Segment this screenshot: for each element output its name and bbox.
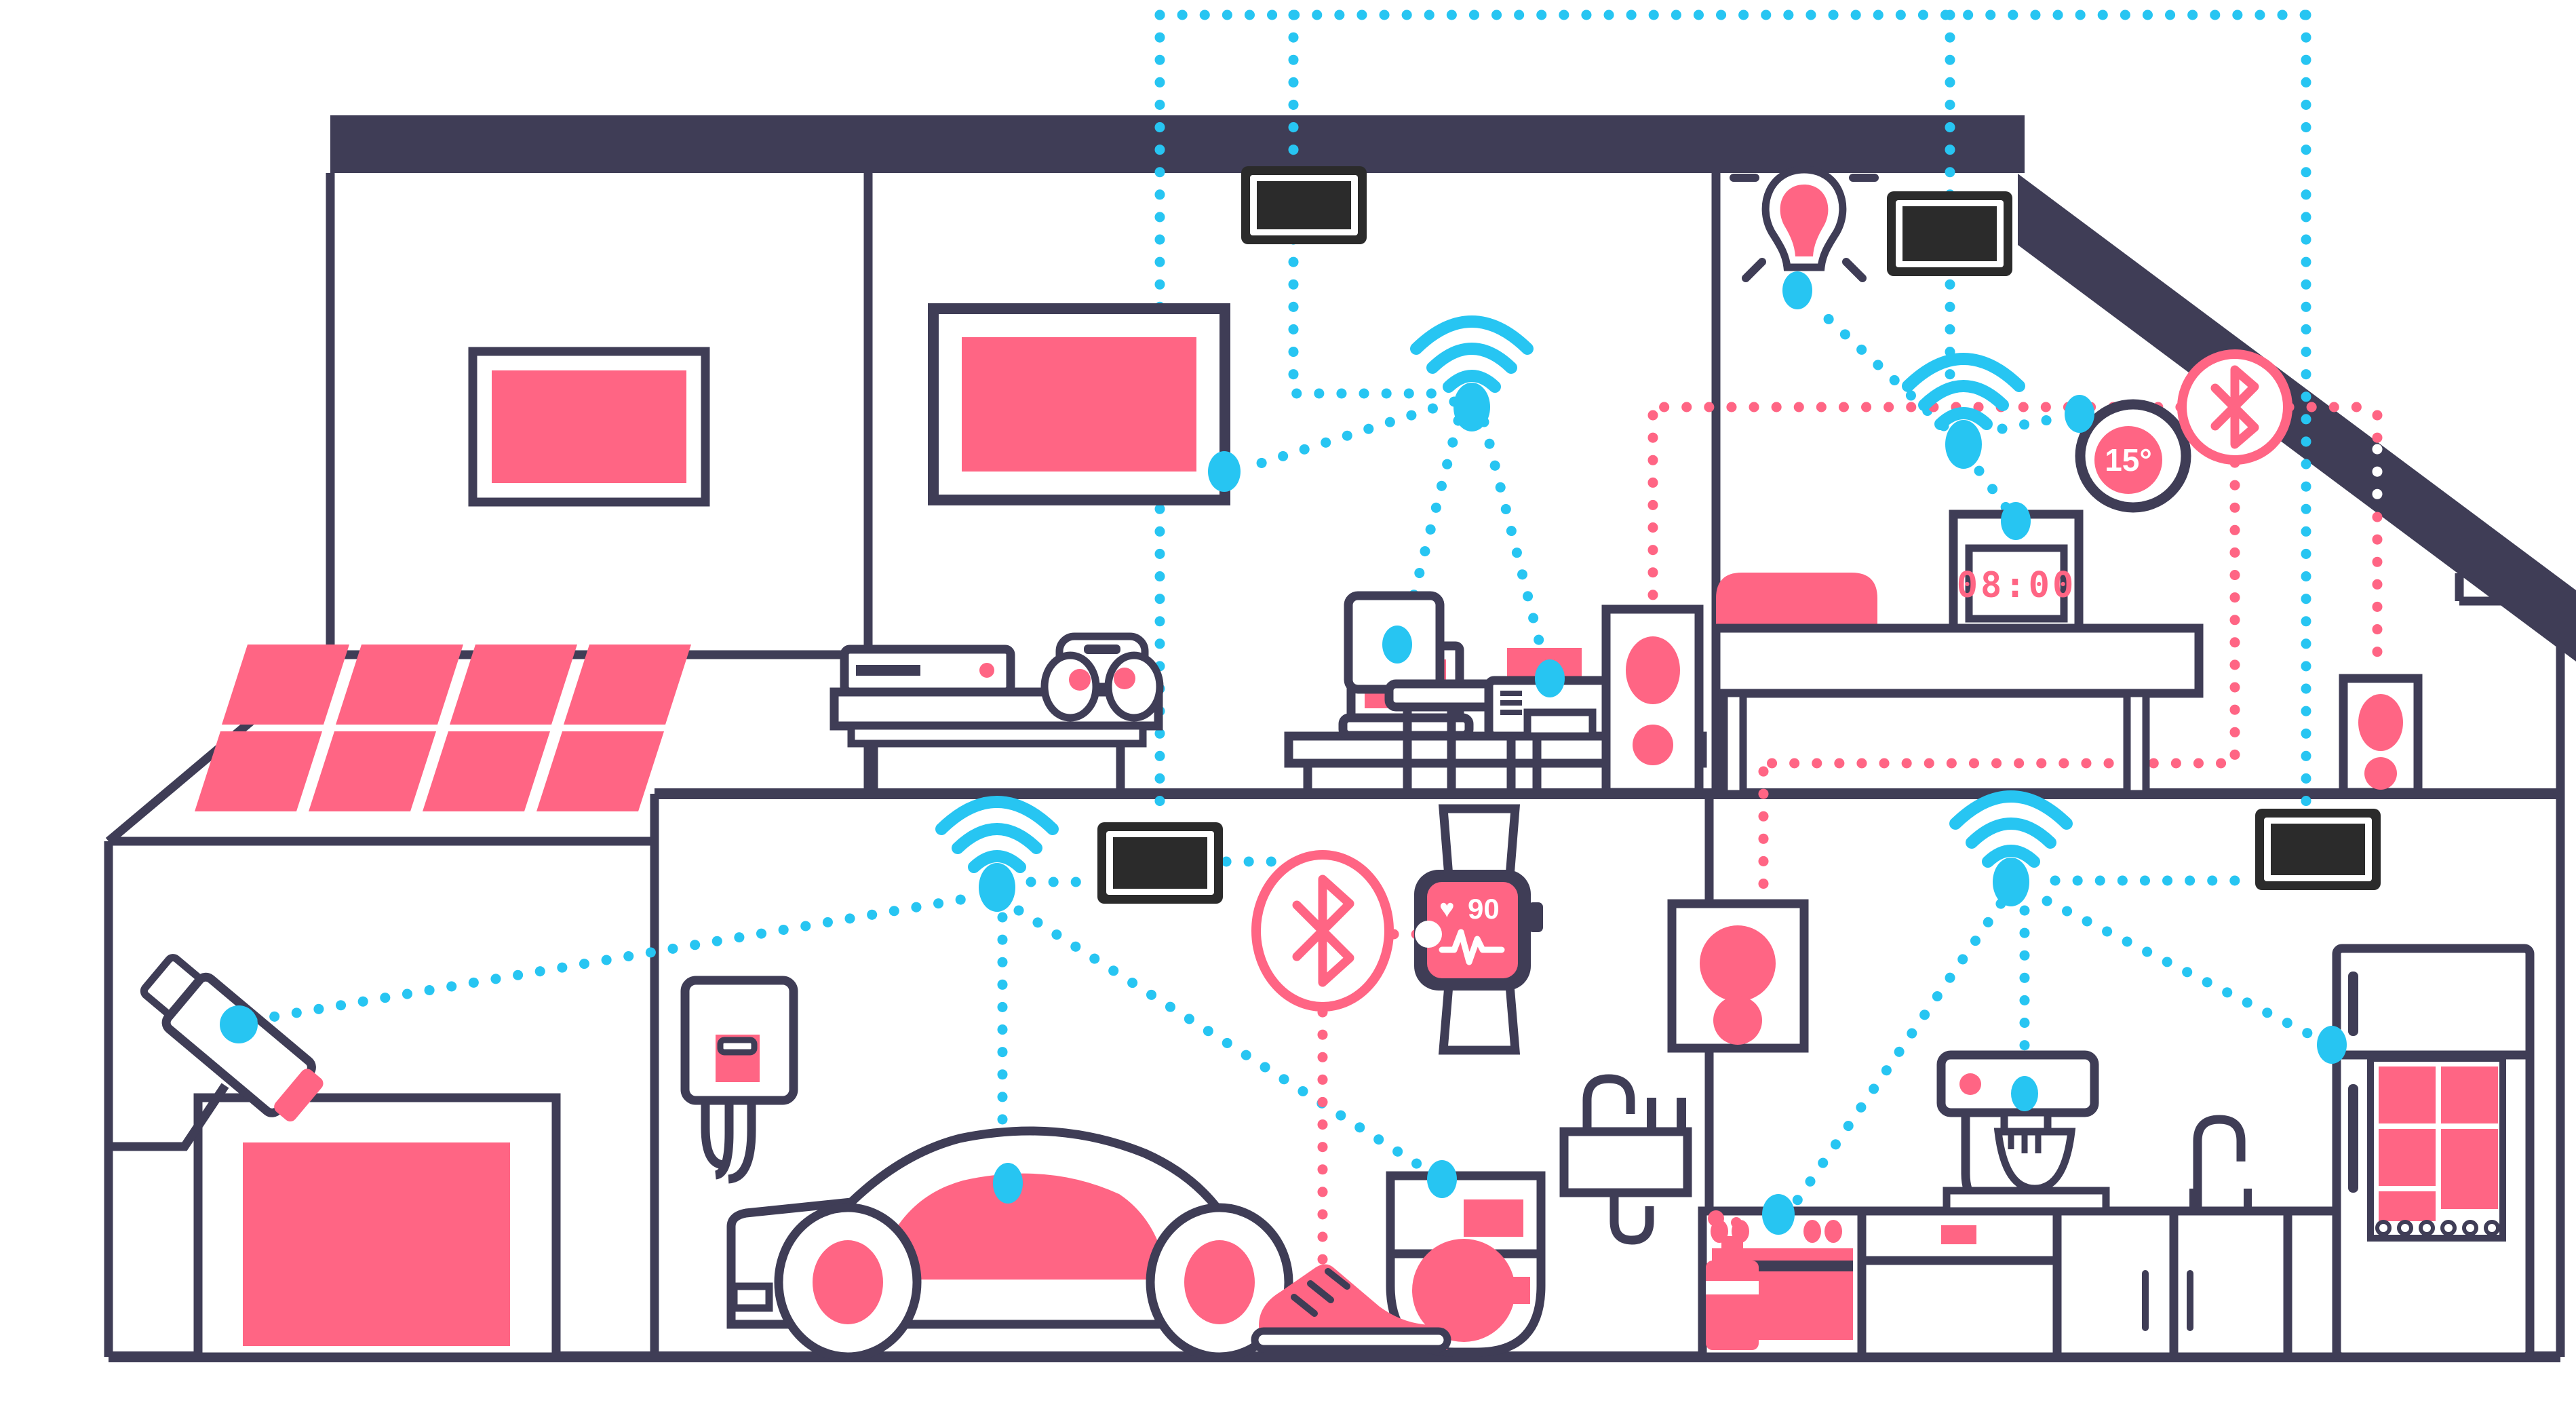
- washing-machine: [1386, 1171, 1546, 1357]
- clock-link-dot: [2001, 502, 2031, 540]
- ev-charger: [680, 976, 798, 1184]
- bulb-link-dot: [1782, 271, 1812, 309]
- gamepad: [1040, 632, 1164, 722]
- utility-tablet: [1097, 822, 1223, 904]
- fridge: [2332, 944, 2535, 1362]
- watch-heart-icon: ♥: [1439, 895, 1455, 923]
- game-console-table: [830, 687, 1163, 794]
- printer-link-dot: [1535, 659, 1565, 697]
- kitchen-speaker: [1667, 899, 1809, 1053]
- tv-screen: [962, 337, 1196, 472]
- washer-link-dot: [1427, 1160, 1457, 1198]
- camera-link-dot: [220, 1005, 258, 1043]
- security-camera: [110, 954, 324, 1151]
- thermostat: 15°: [2075, 399, 2191, 513]
- alarm-time: 08:00: [1957, 565, 2077, 606]
- tv-link-dot: [1208, 451, 1241, 492]
- stand-mixer: [1936, 1050, 2110, 1216]
- watch-screen: [1427, 882, 1518, 978]
- laptop-link-dot: [1382, 626, 1412, 664]
- connection-dots: [220, 271, 2347, 1235]
- utility-bluetooth-icon: [1251, 850, 1394, 1012]
- wifi-network-lines: [247, 9, 2330, 1208]
- fridge-link-dot: [2317, 1026, 2347, 1064]
- game-console: [840, 645, 1015, 697]
- watch-heart-rate: 90: [1468, 893, 1500, 925]
- utility-wifi-icon: [935, 796, 1059, 912]
- bluetooth-network-lines: [1317, 402, 2383, 1288]
- kitchen-sink-faucet: [2189, 1115, 2252, 1211]
- smartwatch: ♥ 90: [1414, 804, 1543, 1055]
- bedroom-tablet: [1887, 191, 2012, 276]
- living-room-wifi-icon: [1410, 315, 1534, 431]
- bedroom-wifi-icon: [1902, 353, 2025, 469]
- car-tail-light: [730, 1282, 773, 1312]
- attic-window: [468, 347, 710, 507]
- car-window: [875, 1173, 1168, 1280]
- car-link-dot: [993, 1163, 1023, 1204]
- bluetooth-link-dot: [1415, 921, 1442, 948]
- camera-lens: [274, 1069, 324, 1121]
- tablet-screen: [1902, 206, 1997, 261]
- solar-panels: [195, 645, 691, 811]
- kitchen-tablet: [2255, 809, 2381, 890]
- living-room-tablet: [1241, 166, 1367, 244]
- detergent-bottle: [1706, 1210, 1759, 1350]
- smart-shoe: [1251, 1264, 1451, 1353]
- smart-bulb: [1730, 144, 1879, 282]
- kitchen-wifi-icon: [1949, 790, 2073, 906]
- roof-bluetooth-icon: [2177, 349, 2292, 465]
- roof-slope-beam: [2018, 174, 2576, 661]
- mixer-link-dot: [2011, 1076, 2038, 1111]
- drawer-handle: [1941, 1225, 1976, 1244]
- stove-link-dot: [1762, 1194, 1795, 1235]
- tv: [928, 303, 1230, 505]
- watch-pulse-icon: [1439, 929, 1505, 965]
- alarm-clock: 08:00: [1949, 510, 2084, 634]
- bed: [1711, 573, 2204, 798]
- car: [726, 1126, 1293, 1362]
- garage-door: [193, 1093, 561, 1362]
- fridge-panel-dots: [2375, 1220, 2500, 1236]
- roof-beam: [330, 115, 2025, 173]
- thermostat-link-dot: [2065, 395, 2094, 433]
- camera-bracket: [110, 1083, 229, 1151]
- utility-sink: [1559, 1074, 1692, 1245]
- bed-pillow: [1716, 573, 1877, 628]
- tablet-screen: [1257, 181, 1351, 229]
- right-eave: [2455, 573, 2560, 606]
- right-wall-speaker: [2339, 674, 2423, 797]
- kitchen-counter-units: [1857, 1206, 2341, 1362]
- tablet-screen: [1113, 837, 1207, 889]
- living-room-speaker: [1601, 604, 1704, 797]
- tablet-screen: [2271, 824, 2365, 875]
- thermostat-temp: 15°: [2105, 442, 2152, 478]
